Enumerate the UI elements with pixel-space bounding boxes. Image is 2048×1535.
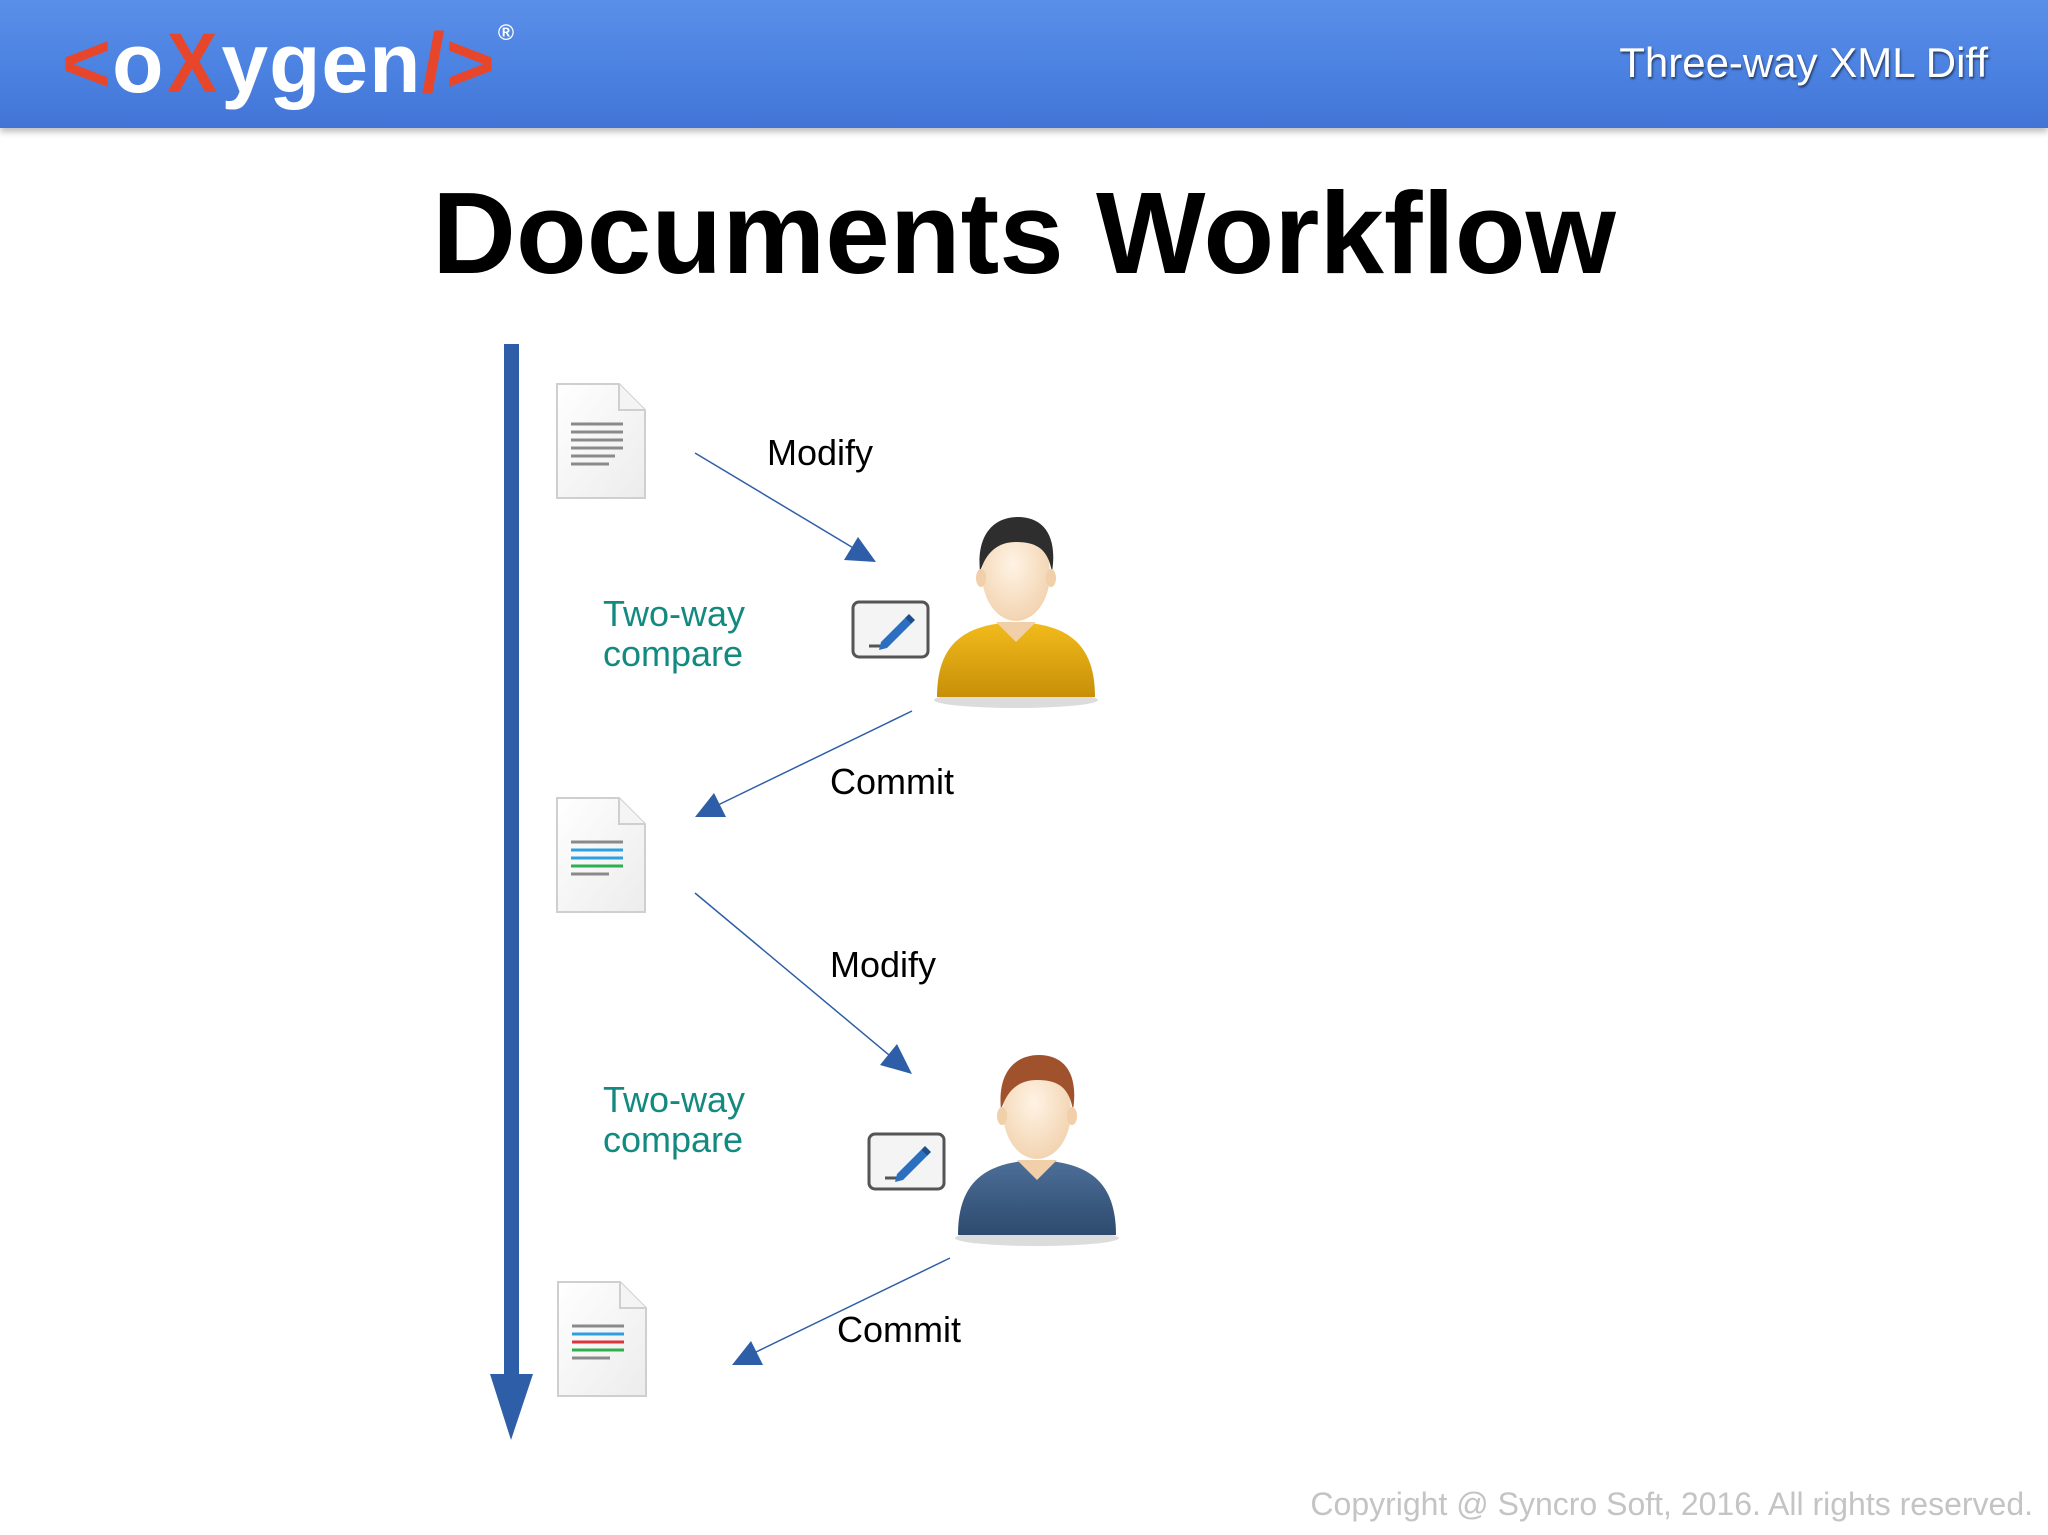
oxygen-logo: <oXygen/>® bbox=[62, 16, 516, 110]
document-icon bbox=[557, 1281, 647, 1397]
header-title: Three-way XML Diff bbox=[1619, 39, 1988, 86]
two-way-compare-label-1-line1: Two-way bbox=[603, 593, 746, 634]
timeline-arrow bbox=[490, 344, 533, 1440]
commit-label-2: Commit bbox=[837, 1309, 961, 1350]
modify-label-1: Modify bbox=[767, 432, 874, 473]
copyright-notice: Copyright @ Syncro Soft, 2016. All right… bbox=[1310, 1486, 2033, 1522]
edit-icon bbox=[867, 1132, 946, 1191]
document-icon bbox=[556, 383, 646, 499]
arrow-icon bbox=[695, 710, 913, 817]
user-icon bbox=[955, 1055, 1119, 1246]
arrow-icon bbox=[694, 452, 876, 562]
user-icon bbox=[934, 517, 1098, 708]
two-way-compare-label-2-line1: Two-way bbox=[603, 1079, 746, 1120]
header-bar: <oXygen/>® Three-way XML Diff bbox=[0, 0, 2048, 128]
two-way-compare-label-1-line2: compare bbox=[603, 633, 744, 674]
arrow-icon bbox=[694, 892, 912, 1074]
arrow-icon bbox=[732, 1257, 951, 1365]
two-way-compare-label-2-line2: compare bbox=[603, 1119, 744, 1160]
modify-label-2: Modify bbox=[830, 944, 937, 985]
commit-label-1: Commit bbox=[830, 761, 954, 802]
edit-icon bbox=[851, 600, 930, 659]
slide-title: Documents Workflow bbox=[432, 168, 1616, 298]
document-icon bbox=[556, 797, 646, 913]
